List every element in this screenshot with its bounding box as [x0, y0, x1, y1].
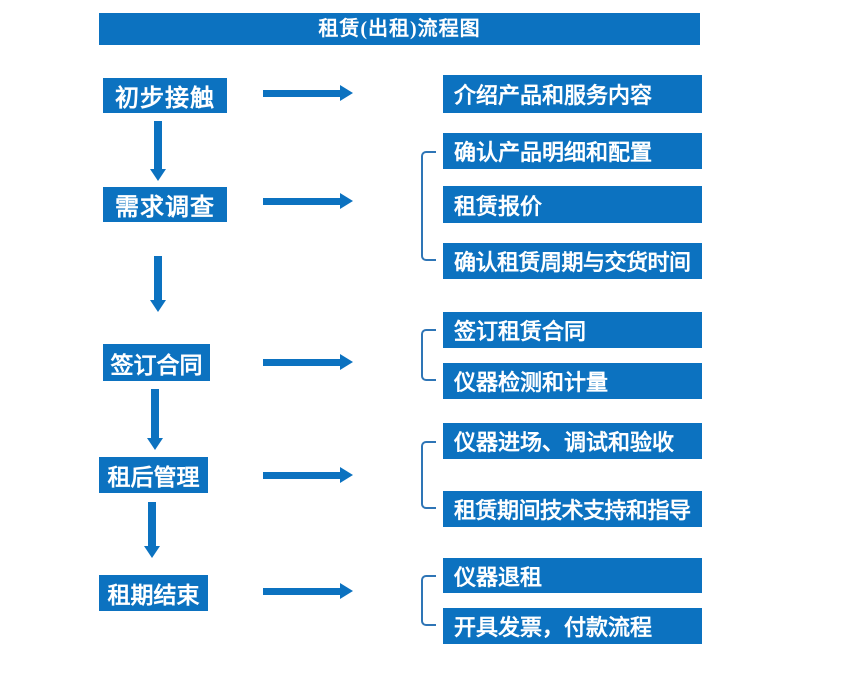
detail-box-invoice-payment: 开具发票，付款流程 — [443, 608, 702, 644]
group-bracket-icon — [421, 151, 436, 261]
step-box-lease-end: 租期结束 — [99, 575, 208, 611]
detail-box-instrument-return: 仪器退租 — [443, 558, 702, 593]
step-box-initial-contact: 初步接触 — [103, 78, 227, 113]
group-bracket-icon — [421, 441, 436, 509]
detail-box-rental-quote: 租赁报价 — [443, 186, 702, 223]
detail-box-introduce-products: 介绍产品和服务内容 — [443, 75, 702, 113]
step-box-demand-survey: 需求调查 — [103, 187, 227, 222]
group-bracket-icon — [421, 329, 436, 381]
detail-box-confirm-rental-period: 确认租赁周期与交货时间 — [443, 243, 702, 279]
diagram-title: 租赁(出租)流程图 — [99, 13, 700, 45]
arrow-down-icon — [147, 389, 163, 450]
group-bracket-icon — [421, 575, 436, 626]
arrow-down-icon — [150, 121, 166, 181]
arrow-right-icon — [263, 467, 353, 483]
detail-box-sign-rental-contract: 签订租赁合同 — [443, 312, 702, 348]
arrow-right-icon — [263, 85, 353, 101]
detail-box-technical-support: 租赁期间技术支持和指导 — [443, 491, 702, 527]
detail-box-confirm-product-details: 确认产品明细和配置 — [443, 133, 702, 169]
arrow-right-icon — [263, 583, 353, 599]
step-box-post-rental-management: 租后管理 — [99, 457, 208, 493]
detail-box-instrument-testing: 仪器检测和计量 — [443, 363, 702, 399]
arrow-down-icon — [150, 256, 166, 312]
step-box-sign-contract: 签订合同 — [103, 344, 210, 381]
arrow-right-icon — [263, 354, 353, 370]
arrow-down-icon — [144, 502, 160, 558]
detail-box-instrument-setup-acceptance: 仪器进场、调试和验收 — [443, 423, 702, 459]
arrow-right-icon — [263, 193, 353, 209]
